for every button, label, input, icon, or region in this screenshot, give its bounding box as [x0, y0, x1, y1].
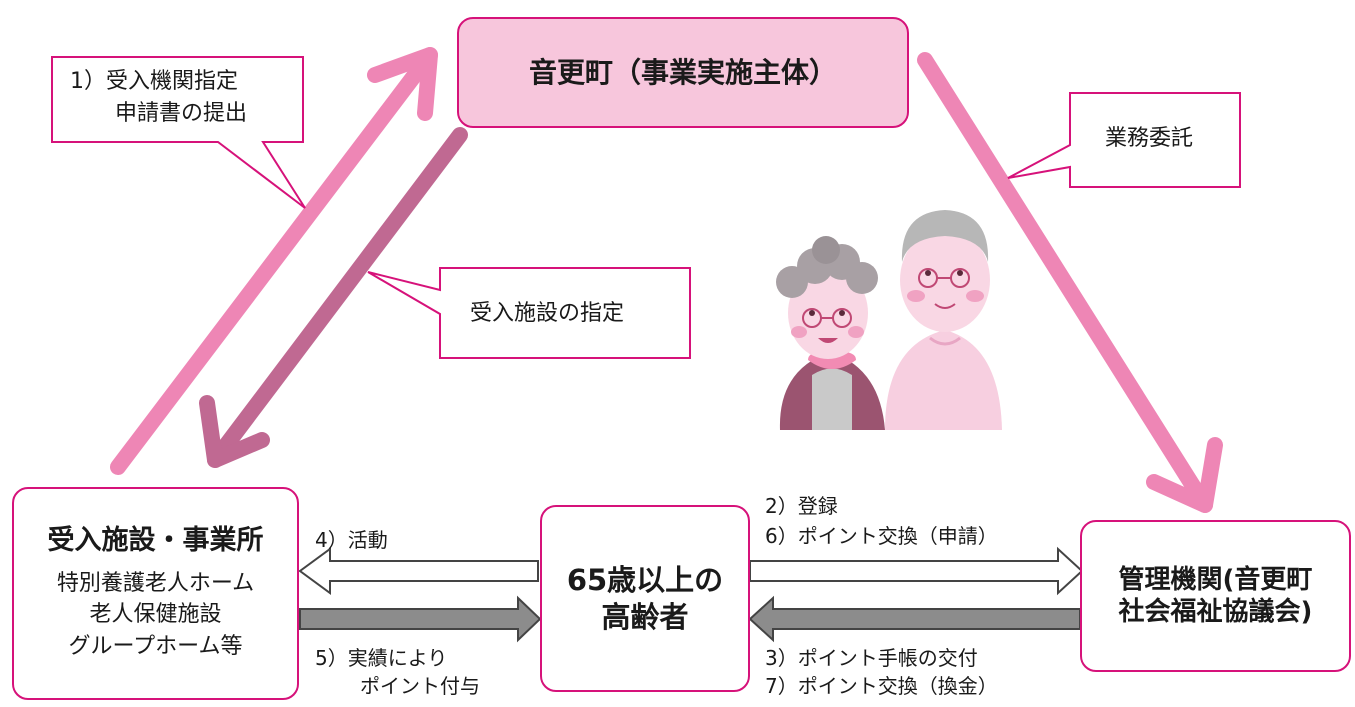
callout-application-line-2: 申請書の提出	[115, 101, 248, 126]
flow-register-line-2: 6）ポイント交換（申請）	[765, 524, 998, 548]
elderly-line-1: 65歳以上の	[566, 563, 724, 598]
town-label: 音更町（事業実施主体）	[528, 56, 837, 89]
elderly-box: 65歳以上の 高齢者	[540, 505, 750, 692]
callout-commission	[1007, 92, 1241, 188]
flow-register-line-1: 2）登録	[765, 494, 838, 518]
arrow-register	[749, 546, 1084, 596]
admin-line-2: 社会福祉協議会)	[1118, 597, 1313, 627]
facility-type-2: 老人保健施設	[89, 602, 222, 628]
facility-type-3: グループホーム等	[68, 634, 243, 660]
arrow-issue	[748, 595, 1081, 643]
arrow-points-grant	[299, 595, 542, 643]
elderly-line-2: 高齢者	[601, 599, 689, 634]
facility-type-1: 特別養護老人ホーム	[56, 570, 255, 596]
flow-issue-line-2: 7）ポイント交換（換金）	[765, 674, 998, 698]
arrow-activity	[298, 547, 539, 595]
admin-line-1: 管理機関(音更町	[1118, 564, 1313, 595]
facility-box: 受入施設・事業所 特別養護老人ホーム 老人保健施設 グループホーム等	[12, 487, 299, 700]
callout-designation-text: 受入施設の指定	[470, 301, 625, 326]
admin-box: 管理機関(音更町 社会福祉協議会)	[1080, 520, 1351, 672]
flow-activity-label: 4）活動	[315, 528, 388, 552]
flow-points-grant-line-2: ポイント付与	[360, 674, 480, 698]
flow-points-grant-line-1: 5）実績により	[315, 646, 448, 670]
facility-title: 受入施設・事業所	[47, 524, 264, 556]
town-box: 音更町（事業実施主体）	[457, 17, 909, 128]
callout-commission-text: 業務委託	[1105, 126, 1194, 151]
arrow-town-to-facility	[199, 127, 468, 468]
elderly-couple-illustration	[776, 210, 1002, 430]
arrow-facility-to-town	[110, 47, 438, 475]
flow-issue-line-1: 3）ポイント手帳の交付	[765, 646, 978, 670]
callout-application	[51, 56, 306, 209]
arrow-town-to-admin	[917, 52, 1223, 513]
callout-designation	[367, 267, 691, 359]
callout-application-line-1: 1）受入機関指定	[70, 69, 238, 94]
